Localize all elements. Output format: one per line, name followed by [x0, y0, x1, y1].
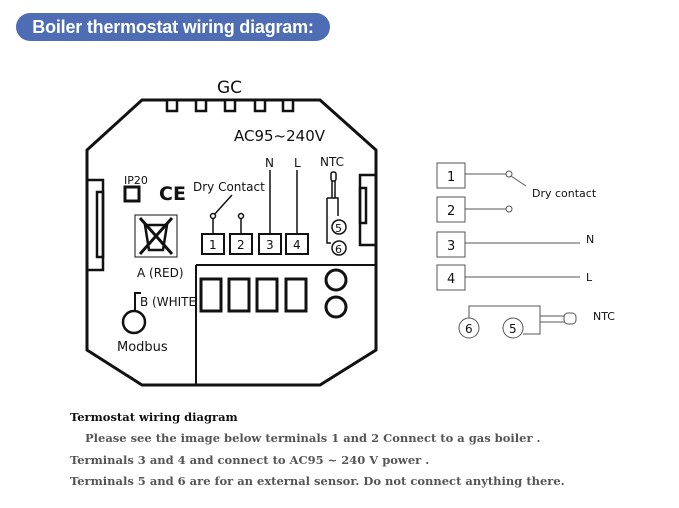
schematic-l-label: L	[586, 271, 593, 284]
side-clip-left	[85, 178, 105, 272]
schematic-n-label: N	[586, 233, 594, 246]
header-title: Boiler thermostat wiring diagram:	[16, 13, 330, 41]
model-label: GC	[217, 78, 242, 98]
terminal-2	[229, 233, 253, 255]
notes-line-3: Terminals 5 and 6 are for an external se…	[70, 474, 565, 488]
modbus-b-label: B (WHITE	[140, 295, 196, 309]
terminal-blocks	[201, 233, 309, 255]
schematic-terminal-2: 2	[447, 204, 455, 219]
dry-contact-label: Dry Contact	[193, 180, 265, 194]
schematic-sensor-5: 5	[509, 322, 517, 336]
wiring-schematic	[436, 162, 580, 339]
schematic-terminal-4: 4	[447, 272, 455, 287]
notes-heading: Termostat wiring diagram	[70, 410, 238, 424]
terminal-2-label: 2	[237, 238, 245, 252]
voltage-label: AC95~240V	[234, 127, 326, 145]
schematic-terminal-3: 3	[447, 239, 455, 254]
schematic-terminal-1: 1	[447, 170, 455, 185]
schematic-ntc-label: NTC	[593, 310, 615, 323]
weee-crossed-bin-icon	[134, 214, 178, 258]
terminal-4	[285, 233, 309, 255]
modbus-connector-icon	[121, 292, 147, 335]
terminal-3-label: 3	[266, 238, 274, 252]
sensor-terminal-6: 6	[335, 243, 342, 256]
l-label: L	[294, 156, 301, 170]
terminal-1	[201, 233, 225, 255]
notes-line-1: Please see the image below terminals 1 a…	[85, 431, 541, 445]
top-clips	[165, 98, 295, 113]
terminal-4-label: 4	[293, 238, 301, 252]
schematic-sensor-6: 6	[465, 322, 473, 336]
terminal-1-label: 1	[209, 238, 217, 252]
ce-mark-icon: CE	[159, 183, 186, 205]
dry-contact-switch	[209, 194, 245, 234]
side-clip-right	[358, 173, 378, 247]
ntc-sensor-icon	[326, 171, 347, 256]
screw-terminals	[199, 268, 348, 319]
terminal-3	[258, 233, 282, 255]
ip20-square-icon	[123, 185, 141, 203]
modbus-label: Modbus	[117, 340, 168, 355]
ntc-label: NTC	[320, 155, 344, 169]
n-label: N	[265, 156, 274, 170]
sensor-terminal-5: 5	[335, 222, 342, 235]
ip-rating: IP20	[124, 174, 148, 187]
thermostat-device-drawing: GC AC95~240V IP20 CE Dry Contact N L 1 2	[85, 78, 615, 387]
modbus-a-label: A (RED)	[137, 266, 184, 280]
notes-line-2: Terminals 3 and 4 and connect to AC95 ~ …	[70, 453, 430, 467]
schematic-dry-contact-label: Dry contact	[532, 187, 597, 200]
